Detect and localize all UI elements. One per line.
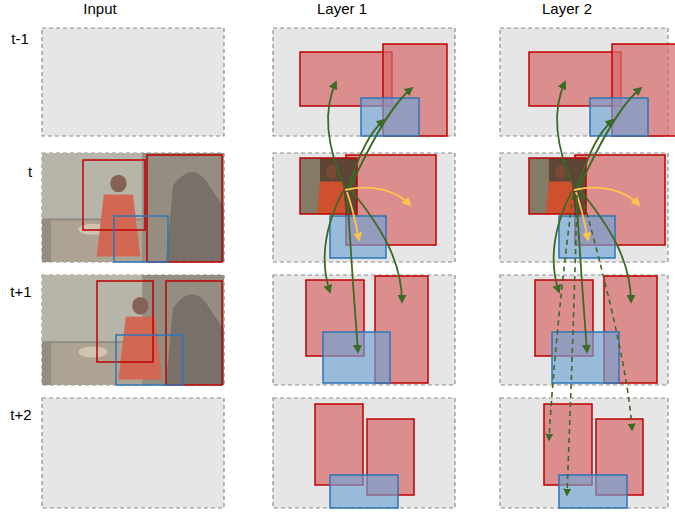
frame-panel xyxy=(42,398,224,508)
object-feature xyxy=(590,98,648,136)
spatial-arrow xyxy=(347,192,359,240)
person-box xyxy=(166,281,222,385)
attention-arrows xyxy=(325,82,412,352)
spatio-temporal-arrow xyxy=(351,190,402,302)
spatio-temporal-arrow xyxy=(557,82,574,188)
frame-background xyxy=(42,275,224,385)
crop-wall xyxy=(300,158,320,214)
attention-arrows xyxy=(549,82,641,495)
frame-background xyxy=(42,153,224,262)
long-range-arrow xyxy=(567,195,577,495)
object-feature xyxy=(559,475,627,508)
frame-panel xyxy=(273,398,455,508)
frame-panel xyxy=(500,398,668,508)
object-box xyxy=(114,216,168,262)
person-feature xyxy=(315,404,363,485)
crop-dress xyxy=(317,182,346,214)
crop-head xyxy=(555,165,565,180)
time-label: t-1 xyxy=(11,30,29,48)
frame-fade xyxy=(42,275,224,385)
object-feature xyxy=(361,98,419,136)
column-header: Input xyxy=(83,0,116,18)
frame-panel xyxy=(42,153,224,262)
frame-panel xyxy=(500,275,668,385)
video-frame xyxy=(42,153,224,262)
column-header: Layer 2 xyxy=(542,0,592,18)
object-feature xyxy=(330,475,398,508)
person-box xyxy=(97,281,153,362)
spatial-arrow xyxy=(576,192,588,240)
object-box xyxy=(116,335,183,385)
spatial-arrow xyxy=(345,188,410,205)
time-label: t xyxy=(28,163,32,181)
crop-dress xyxy=(546,182,575,214)
spatio-temporal-arrow xyxy=(579,88,641,188)
person-feature xyxy=(544,404,592,485)
frame-panel xyxy=(273,275,455,385)
spatio-temporal-arrow xyxy=(325,191,343,292)
person-box xyxy=(147,155,222,262)
frame-panel xyxy=(42,275,224,385)
crop-wall xyxy=(529,158,549,214)
frame-fade xyxy=(42,153,224,262)
column-header: Layer 1 xyxy=(317,0,367,18)
frame-panel xyxy=(42,28,224,136)
spatio-temporal-arrow xyxy=(576,192,587,352)
spatial-arrow xyxy=(574,188,639,205)
long-range-arrow xyxy=(549,195,573,440)
crop-head xyxy=(326,165,336,180)
spatio-temporal-arrow xyxy=(347,192,358,352)
video-frame xyxy=(42,275,224,385)
time-label: t+2 xyxy=(10,406,31,424)
long-range-arrow xyxy=(582,195,632,430)
frame-panel xyxy=(273,28,455,136)
spatio-temporal-arrow xyxy=(350,88,412,188)
spatio-temporal-arrow xyxy=(328,82,345,188)
time-label: t+1 xyxy=(10,283,31,301)
